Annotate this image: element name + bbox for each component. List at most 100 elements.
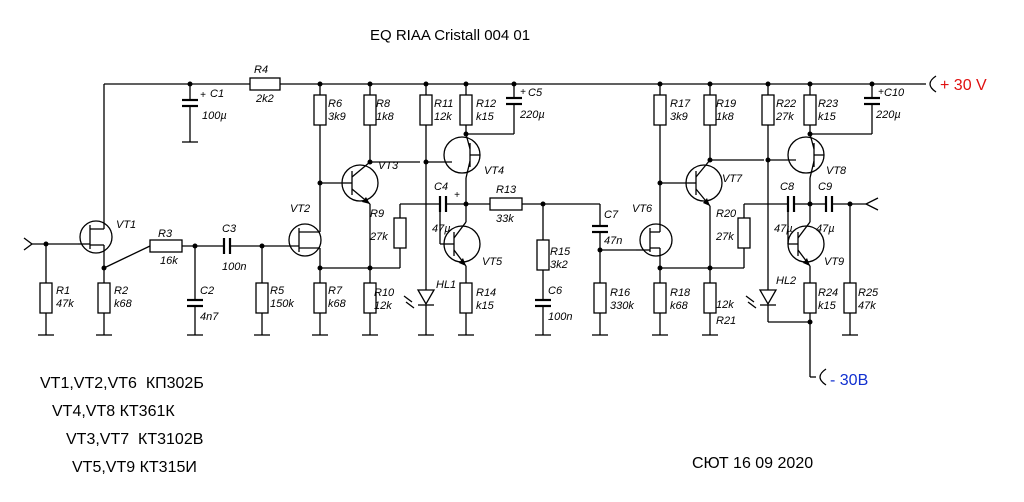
r15-value: 3k2 <box>550 259 568 271</box>
r17-label: R17 <box>670 98 691 110</box>
c7-capacitor: C7 47n <box>592 204 636 283</box>
r24-label: R24 <box>818 287 838 299</box>
c1-capacitor: + C1 100µ <box>182 81 227 143</box>
r21-label: R21 <box>716 315 736 327</box>
c3-label: C3 <box>222 223 237 235</box>
r3-value: 16k <box>160 255 178 267</box>
r1-label: R1 <box>56 285 70 297</box>
supply-rail-wires <box>103 83 926 222</box>
c10-label: C10 <box>884 87 905 99</box>
r2-value: k68 <box>114 298 133 310</box>
c4-capacitor: + C4 47µ <box>432 181 466 235</box>
r7-resistor: R7 k68 <box>312 265 400 336</box>
r12-value: k15 <box>476 111 495 123</box>
r20-label: R20 <box>716 208 737 220</box>
r5-resistor: R5 150k <box>254 243 294 336</box>
r17-resistor: R17 3k9 <box>653 81 691 186</box>
vt9-transistor: VT9 <box>787 201 844 283</box>
transistor-note-4: VT5,VT9 КТ315И <box>72 459 197 476</box>
r8-resistor: R8 1k8 <box>363 81 395 165</box>
r17-value: 3k9 <box>670 111 688 123</box>
c3-value: 100n <box>222 261 246 273</box>
r6-value: 3k9 <box>328 111 346 123</box>
c7-label: C7 <box>604 209 619 221</box>
svg-text:+: + <box>200 90 206 101</box>
c5-capacitor: + C5 220µ <box>506 81 545 134</box>
svg-text:+: + <box>520 87 526 98</box>
r25-resistor: R25 47k <box>842 204 879 336</box>
r12-resistor: R12 k15 <box>459 81 514 137</box>
r5-label: R5 <box>270 285 285 297</box>
r8-value: 1k8 <box>376 111 395 123</box>
c3-capacitor: C3 100n <box>222 223 282 273</box>
hl2-led: HL2 <box>745 275 810 323</box>
r15-label: R15 <box>550 246 571 258</box>
r25-value: 47k <box>858 300 876 312</box>
r10-label: R10 <box>374 287 395 299</box>
c4-value: 47µ <box>432 223 451 235</box>
transistor-note-2: VT4,VT8 КТ361К <box>52 403 175 420</box>
r9-label: R9 <box>370 208 384 220</box>
c7-value: 47n <box>604 235 622 247</box>
c10-capacitor: + C10 220µ <box>864 81 905 134</box>
r11-label: R11 <box>434 98 453 110</box>
r18-value: k68 <box>670 300 689 312</box>
plus-supply-label: + 30 V <box>940 77 987 94</box>
minus-terminal: - 30В <box>819 368 868 389</box>
vt3-label: VT3 <box>378 160 399 172</box>
r10-value: 12k <box>374 300 392 312</box>
vt2-jfet: VT2 <box>282 183 322 283</box>
r15-resistor: R15 3k2 <box>536 204 571 300</box>
r24-value: k15 <box>818 300 837 312</box>
vt1-label: VT1 <box>116 219 136 231</box>
c1-label: C1 <box>210 88 224 100</box>
plus-terminal: + 30 V <box>929 75 987 94</box>
r3-resistor: R3 16k <box>103 228 224 269</box>
c9-label: C9 <box>818 181 832 193</box>
c5-label: C5 <box>528 87 543 99</box>
c6-capacitor: C6 100n <box>535 285 572 336</box>
signature: СЮТ 16 09 2020 <box>692 455 813 472</box>
r23-label: R23 <box>818 98 839 110</box>
r14-value: k15 <box>476 300 495 312</box>
r22-label: R22 <box>776 98 796 110</box>
input-terminal <box>23 237 78 251</box>
r16-resistor: R16 330k <box>592 282 634 336</box>
c6-value: 100n <box>548 311 572 323</box>
r4-value: 2k2 <box>255 93 274 105</box>
hl2-label: HL2 <box>776 275 796 287</box>
vt8-transistor: VT8 <box>768 125 847 222</box>
transistor-note-1: VT1,VT2,VT6 КП302Б <box>40 375 204 392</box>
r23-value: k15 <box>818 111 837 123</box>
r16-label: R16 <box>610 287 631 299</box>
r9-value: 27k <box>369 231 388 243</box>
c2-label: C2 <box>200 285 214 297</box>
transistor-note-3: VT3,VT7 КТ3102В <box>66 431 203 448</box>
r4-resistor: R4 2k2 <box>249 64 281 105</box>
vt4-label: VT4 <box>484 165 504 177</box>
r5-value: 150k <box>270 298 294 310</box>
r2-resistor: R2 k68 <box>96 265 133 336</box>
r19-resistor: R19 1k8 <box>703 81 736 163</box>
r2-label: R2 <box>114 285 128 297</box>
r23-resistor: R23 k15 <box>803 81 872 137</box>
minus-supply-label: - 30В <box>830 372 868 389</box>
r16-value: 330k <box>610 300 634 312</box>
vt5-transistor: VT5 <box>439 201 503 283</box>
r18-label: R18 <box>670 287 691 299</box>
c5-value: 220µ <box>519 109 545 121</box>
r21-value: 12k <box>716 299 734 311</box>
r21-resistor: 12k R21 <box>702 265 736 336</box>
r20-resistor: R20 27k <box>715 203 788 268</box>
hl1-led: HL1 <box>403 279 456 336</box>
r10-resistor: R10 12k <box>362 265 395 336</box>
c6-label: C6 <box>548 285 563 297</box>
r22-resistor: R22 27k <box>761 81 796 283</box>
r1-resistor: R1 47k <box>38 244 74 336</box>
r1-value: 47k <box>56 298 74 310</box>
vt3-transistor: VT3 <box>341 160 420 283</box>
r24-resistor: R24 k15 <box>803 282 838 378</box>
vt7-transistor: VT7 <box>685 159 764 283</box>
vt5-label: VT5 <box>482 256 503 268</box>
r19-label: R19 <box>716 98 736 110</box>
